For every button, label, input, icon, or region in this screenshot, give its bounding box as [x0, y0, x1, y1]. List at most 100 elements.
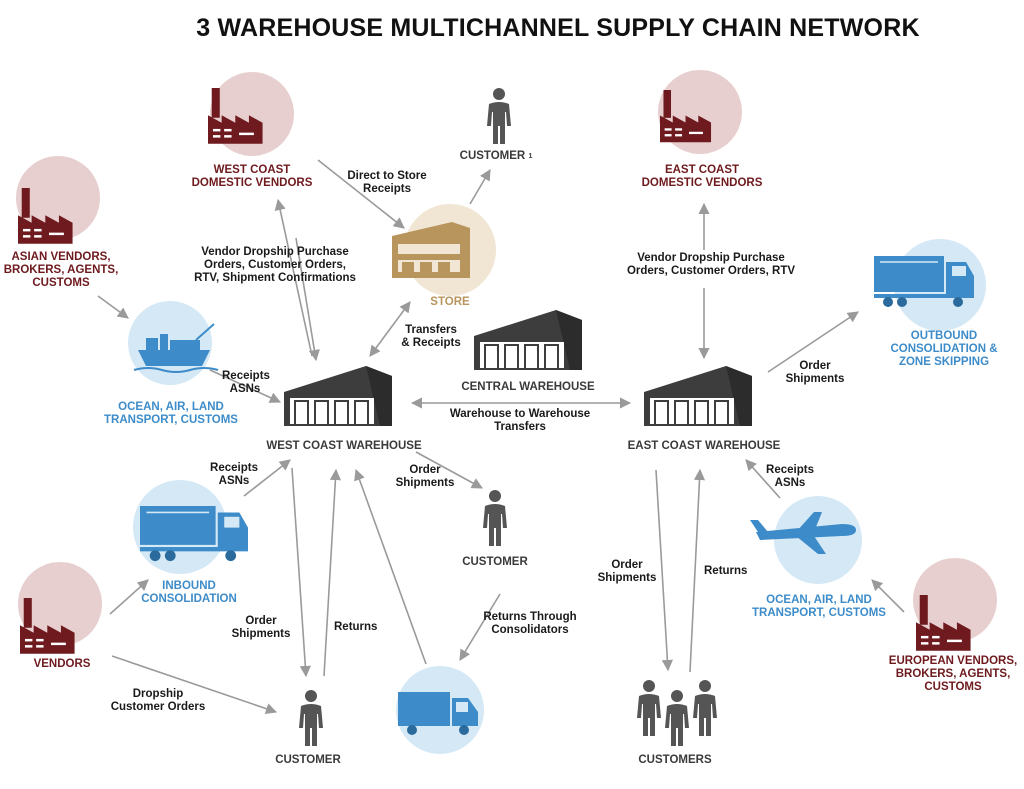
label-line: INBOUND	[162, 580, 216, 592]
label-customer-top: CUSTOMER 1	[456, 150, 536, 163]
label-east-warehouse: EAST COAST WAREHOUSE	[627, 440, 781, 452]
label-line: CUSTOMS	[32, 277, 90, 289]
label-ocean-east: OCEAN, AIR, LAND TRANSPORT, CUSTOMS	[744, 594, 894, 620]
circle-european-vendors	[913, 558, 997, 642]
circle-ocean-east	[774, 496, 862, 584]
warehouse-icon	[644, 366, 752, 426]
arrow-store-west-wh	[369, 301, 411, 357]
label-european-vendors: EUROPEAN VENDORS, BROKERS, AGENTS, CUSTO…	[882, 655, 1024, 694]
edge-line: ASNs	[218, 475, 250, 487]
arrow-van-to-west-wh	[354, 468, 427, 665]
arrow-asian-to-ocean	[97, 295, 129, 319]
edge-line: Receipts	[210, 462, 258, 474]
edge-line: Returns Through	[483, 611, 577, 623]
edge-line: Direct to Store	[347, 170, 427, 182]
label-line: ASIAN VENDORS,	[11, 251, 111, 263]
label-east-vendors: EAST COAST DOMESTIC VENDORS	[632, 164, 772, 190]
label-customers: CUSTOMERS	[638, 754, 712, 766]
person-icon	[487, 88, 511, 144]
label-line: TRANSPORT, CUSTOMS	[752, 607, 886, 619]
edge-order-shipments-west: Order Shipments	[226, 615, 296, 641]
edge-line: Order	[611, 559, 643, 571]
edge-receipts-asns-ocean: Receipts ASNs	[222, 370, 270, 396]
arrow-west-wh-to-vendors	[274, 198, 313, 357]
arrow-east-to-outbound	[767, 311, 859, 373]
label-inbound: INBOUND CONSOLIDATION	[124, 580, 254, 606]
footnote-marker: 1	[528, 153, 533, 160]
arrow-store-to-customer	[469, 169, 491, 205]
diagram-title: 3 WAREHOUSE MULTICHANNEL SUPPLY CHAIN NE…	[196, 14, 920, 42]
label-line: DOMESTIC VENDORS	[191, 177, 313, 189]
edge-order-shipments-mid: Order Shipments	[390, 464, 460, 490]
edge-line: ASNs	[229, 383, 261, 395]
label-line: BROKERS, AGENTS,	[3, 264, 119, 276]
edge-line: Transfers	[405, 324, 457, 336]
label-ocean-west: OCEAN, AIR, LAND TRANSPORT, CUSTOMS	[96, 401, 246, 427]
label-line: TRANSPORT, CUSTOMS	[104, 414, 238, 426]
label-customer-mid: CUSTOMER	[462, 556, 528, 568]
edge-returns-east: Returns	[704, 565, 748, 577]
warehouse-icon	[284, 366, 392, 426]
edge-transfers-receipts: Transfers & Receipts	[396, 324, 466, 350]
label-line: ZONE SKIPPING	[898, 356, 990, 368]
edge-line: Vendor Dropship Purchase	[201, 246, 349, 258]
person-icon	[299, 690, 323, 746]
edge-vendor-dropship-east: Vendor Dropship Purchase Orders, Custome…	[606, 252, 816, 278]
label-store: STORE	[430, 296, 470, 308]
label-vendors: VENDORS	[33, 658, 91, 670]
circle-vendors	[18, 562, 102, 646]
label-line: OUTBOUND	[910, 330, 978, 342]
edge-line: Order	[799, 360, 831, 372]
edge-line: Order	[245, 615, 277, 627]
arrow-direct-to-store	[317, 159, 405, 229]
edge-line: Shipments	[395, 477, 455, 489]
edge-warehouse-transfers: Warehouse to Warehouse Transfers	[440, 408, 600, 434]
label-line: CONSOLIDATION &	[890, 343, 998, 355]
edge-line: & Receipts	[401, 337, 461, 349]
arrow-west-order-shipments	[291, 467, 311, 678]
arrow-european-to-ocean	[871, 579, 905, 613]
edge-line: Shipments	[597, 572, 657, 584]
edge-line: Consolidators	[491, 624, 569, 636]
edge-line: Orders, Customer Orders,	[204, 259, 346, 271]
person-icon	[693, 680, 717, 736]
edge-line: Shipments	[231, 628, 291, 640]
edge-line: Vendor Dropship Purchase	[637, 252, 785, 264]
label-west-vendors: WEST COAST DOMESTIC VENDORS	[182, 164, 322, 190]
edge-order-shipments-east: Order Shipments	[592, 559, 662, 585]
person-icon	[637, 680, 661, 736]
edge-vendor-dropship-west: Vendor Dropship Purchase Orders, Custome…	[180, 246, 370, 285]
person-icon	[483, 490, 507, 546]
store-icon	[392, 222, 470, 278]
edge-line: Receipts	[222, 370, 270, 382]
edge-line: ASNs	[774, 477, 806, 489]
plane-icon	[750, 512, 856, 554]
edge-line: RTV, Shipment Confirmations	[194, 272, 356, 284]
van-icon	[398, 692, 478, 735]
arrow-west-returns	[323, 468, 342, 677]
label-line: OCEAN, AIR, LAND	[766, 594, 872, 606]
arrow-ocean-east-to-wh	[745, 459, 781, 499]
arrow-east-order-shipments	[655, 469, 673, 672]
arrow-inbound-to-west-wh	[243, 459, 291, 497]
edge-line: Dropship	[132, 688, 184, 700]
arrow-east-returns	[689, 468, 706, 673]
label-line: BROKERS, AGENTS,	[895, 668, 1011, 680]
person-icon	[665, 690, 689, 746]
label-line: EAST COAST	[664, 164, 740, 176]
edge-line: Receipts	[363, 183, 411, 195]
edge-direct-to-store: Direct to Store Receipts	[332, 170, 442, 196]
arrow-vendors-to-west-wh	[295, 237, 320, 362]
edge-returns-consolidators: Returns Through Consolidators	[470, 611, 590, 637]
arrow-vendors-to-inbound	[109, 579, 149, 615]
label-line: CONSOLIDATION	[141, 593, 237, 605]
label-line: EUROPEAN VENDORS,	[888, 655, 1018, 667]
ship-icon	[133, 323, 219, 373]
arrow-ocean-to-west-wh	[209, 369, 282, 403]
edge-receipts-asns-inbound: Receipts ASNs	[204, 462, 264, 488]
edge-line: Customer Orders	[110, 701, 206, 713]
label-line: WEST COAST	[213, 164, 291, 176]
edge-dropship-orders: Dropship Customer Orders	[100, 688, 216, 714]
